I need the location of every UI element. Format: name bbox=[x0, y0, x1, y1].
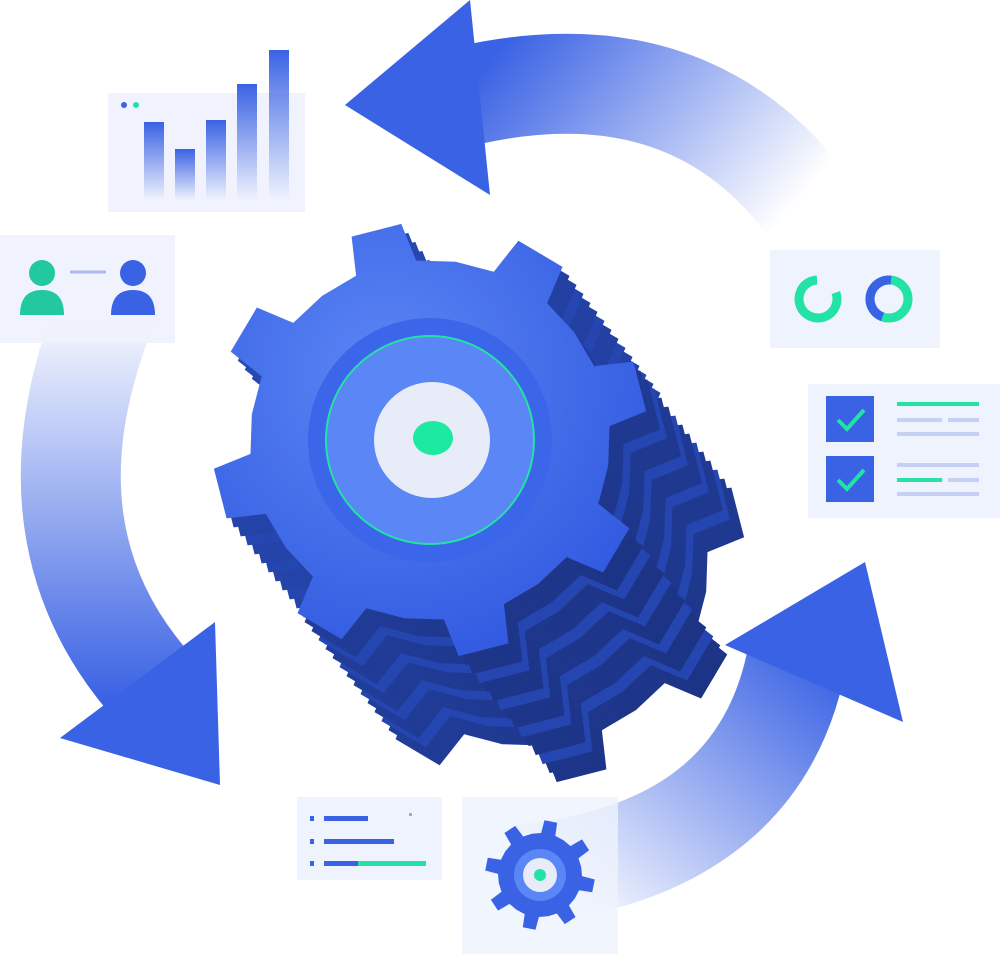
user-icon bbox=[111, 260, 155, 315]
bar bbox=[144, 122, 164, 200]
user-icon bbox=[20, 260, 64, 315]
bar bbox=[175, 149, 195, 200]
checkbox-icon bbox=[826, 456, 874, 502]
bar-chart-panel bbox=[108, 50, 305, 212]
bar bbox=[206, 120, 226, 200]
central-gear bbox=[213, 223, 745, 783]
top-arrow bbox=[345, 0, 884, 280]
gear-center-dot bbox=[413, 421, 453, 455]
users-panel bbox=[0, 235, 175, 343]
checklist-panel bbox=[808, 384, 1000, 518]
donut-charts-panel bbox=[770, 250, 940, 348]
donut-chart bbox=[794, 275, 842, 323]
small-gear-panel bbox=[462, 797, 618, 954]
list-panel bbox=[297, 797, 442, 880]
bar bbox=[269, 50, 289, 200]
left-arrow bbox=[20, 280, 220, 785]
checkbox-icon bbox=[826, 396, 874, 442]
bar bbox=[237, 84, 257, 200]
